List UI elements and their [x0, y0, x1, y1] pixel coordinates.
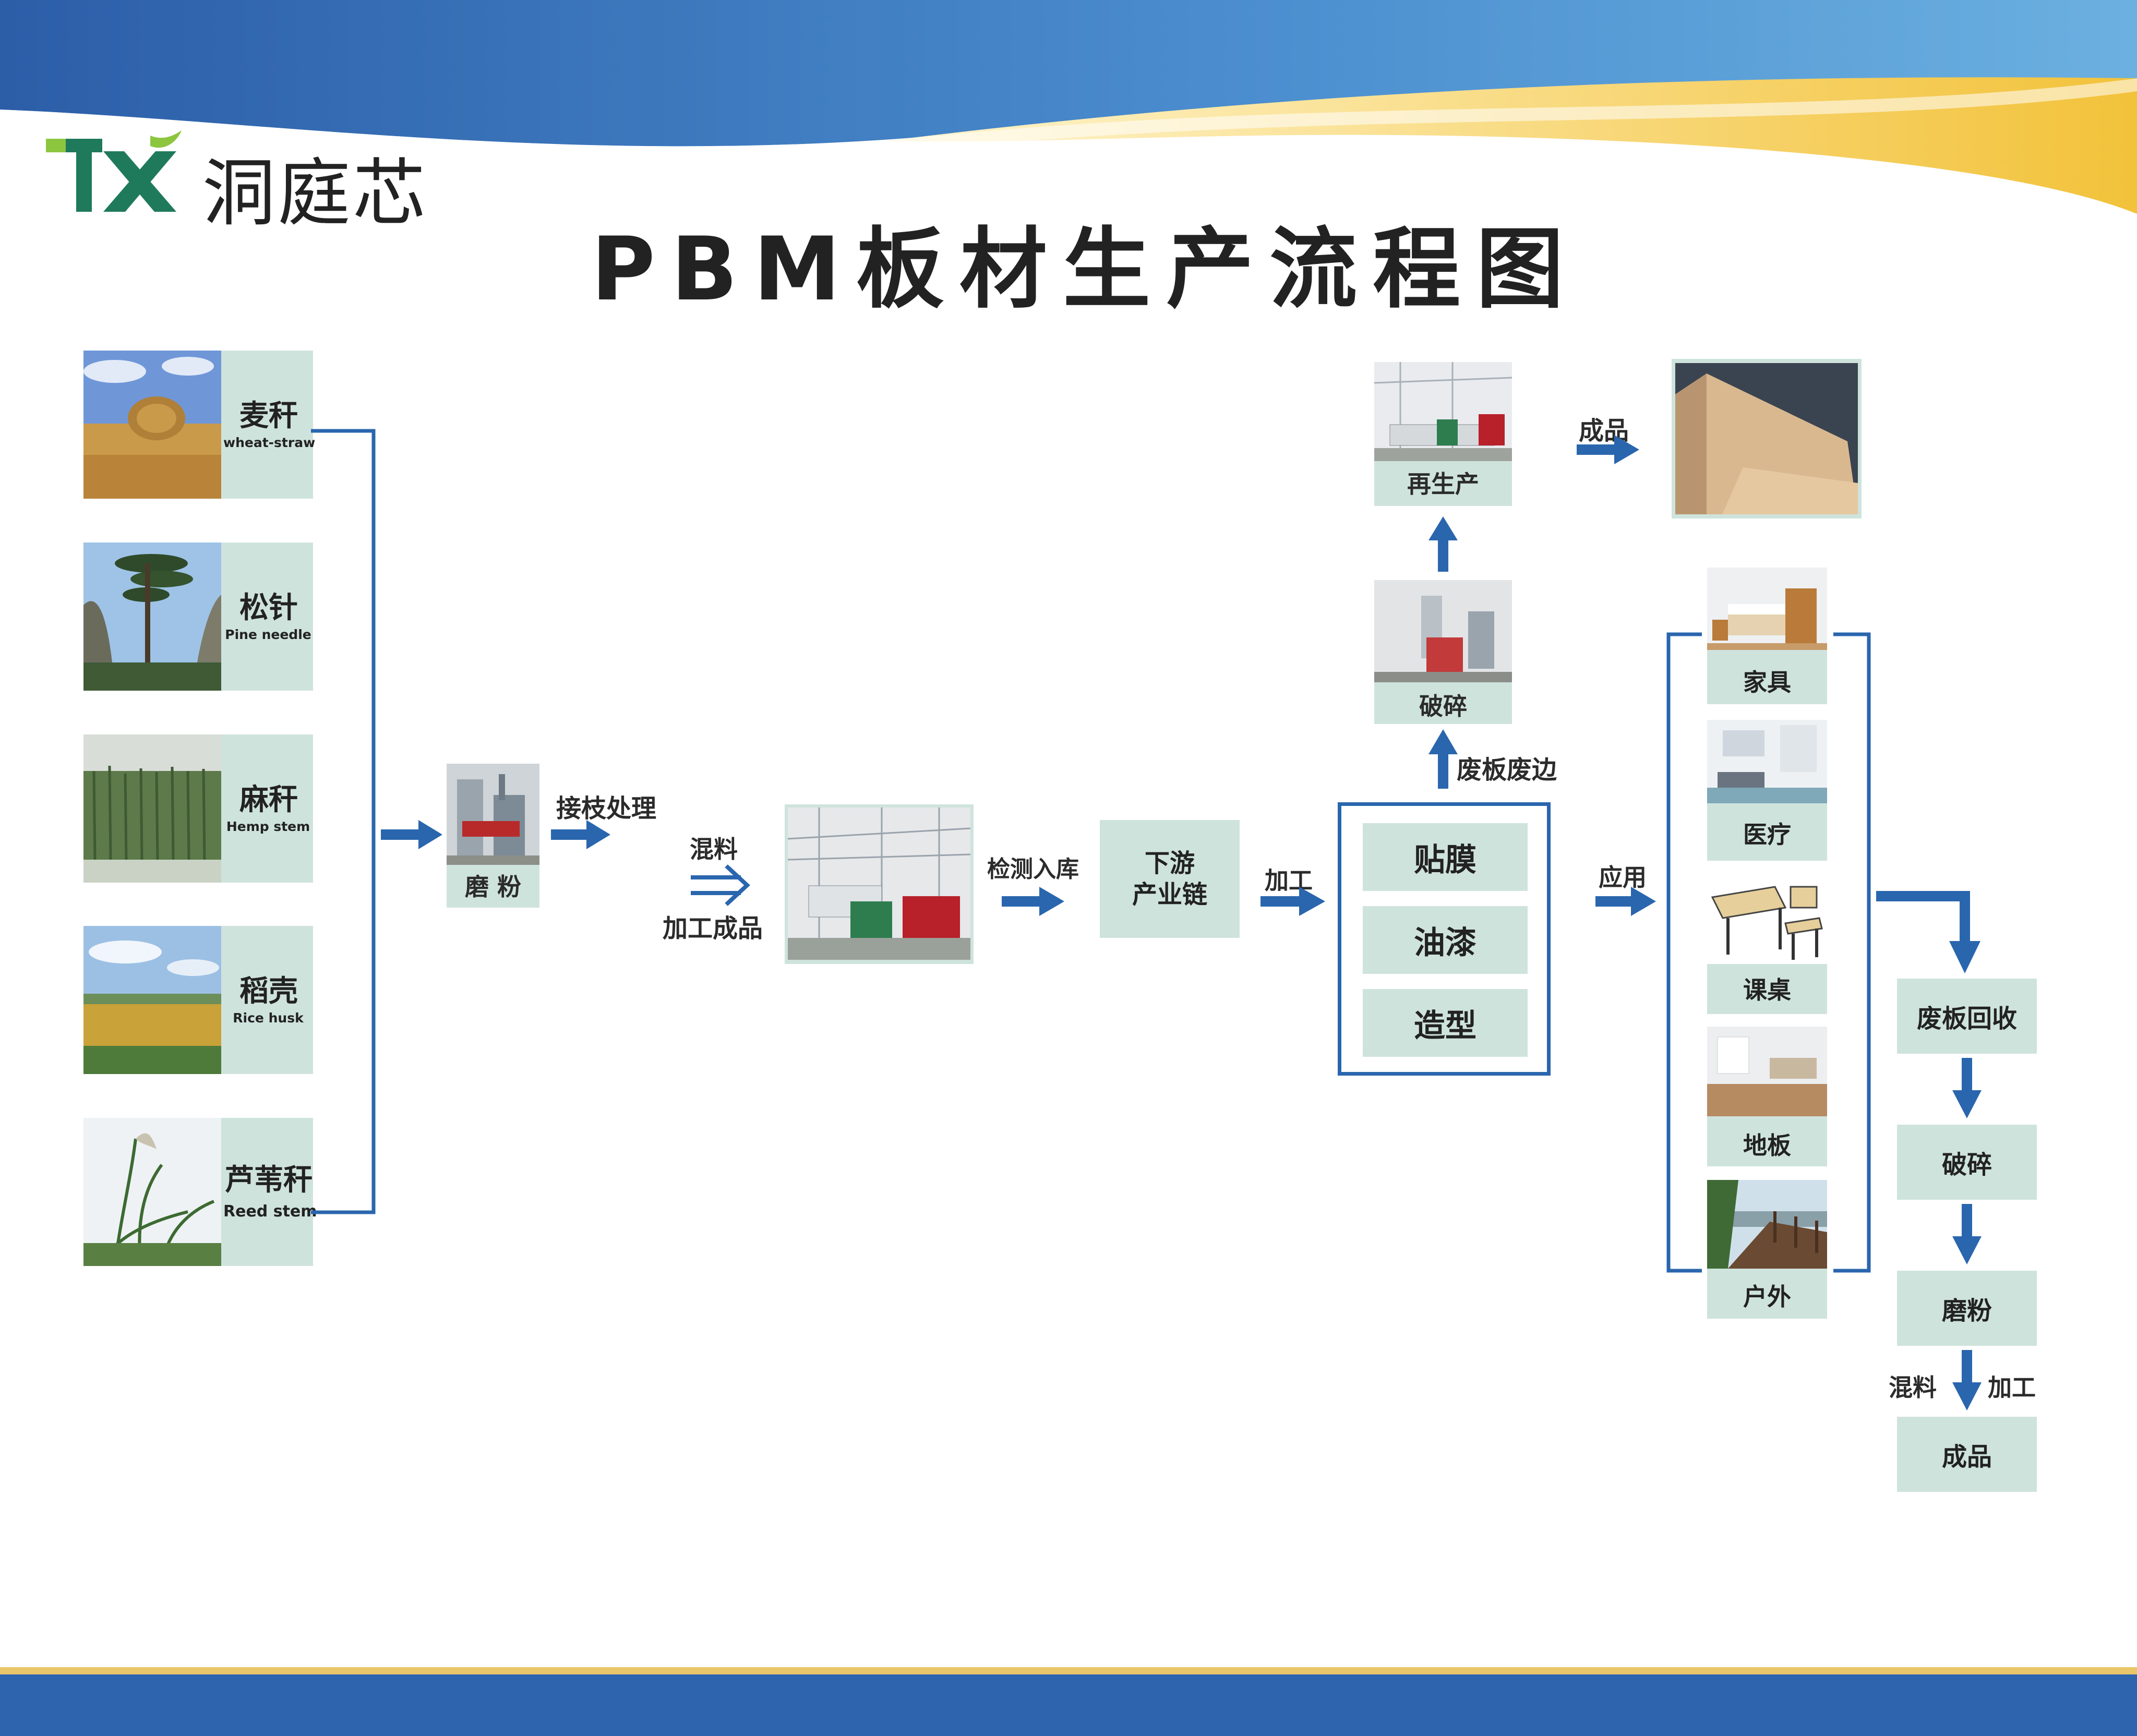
- material-name-en: Reed stem: [223, 1202, 317, 1221]
- application-floor: 地板: [1707, 1027, 1827, 1166]
- arrow-line-to-downstream: [1002, 887, 1064, 916]
- material-name: 松针: [239, 591, 298, 625]
- recycle-crush: 破碎: [1897, 1125, 2037, 1200]
- reproduce-photo: [1374, 362, 1512, 461]
- application-outdoor: 户外: [1707, 1180, 1827, 1319]
- recycle-collect: 废板回收: [1897, 979, 2037, 1054]
- arrow-recycle-1: [1952, 1058, 1982, 1118]
- wheat-straw-photo: [83, 351, 221, 499]
- material-card-hemp-stem: 麻秆 Hemp stem: [83, 734, 313, 883]
- application-label: 医疗: [1743, 821, 1791, 849]
- inspect-label: 检测入库: [987, 856, 1079, 883]
- arrow-finishing-to-crush: [1428, 729, 1458, 789]
- materials-bracket: [311, 429, 376, 1214]
- application-medical: 医疗: [1707, 720, 1827, 861]
- application-furniture: 家具: [1707, 568, 1827, 704]
- grinding-step: 磨 粉: [447, 764, 539, 908]
- graft-label: 接枝处理: [556, 794, 657, 823]
- material-name: 芦苇秆: [225, 1163, 313, 1197]
- production-line-step: [785, 804, 974, 964]
- material-name: 麻秆: [239, 783, 298, 817]
- grinding-label: 磨 粉: [464, 873, 521, 901]
- finishing-paint: 油漆: [1363, 906, 1528, 974]
- logo-mark-icon: [46, 130, 182, 212]
- arrow-materials-to-grinding: [381, 820, 442, 849]
- process-label: 加工: [1265, 866, 1313, 895]
- finishing-film: 贴膜: [1363, 823, 1528, 891]
- grinder-photo: [447, 764, 539, 865]
- medical-photo: [1707, 720, 1827, 803]
- material-name-en: Pine needle: [225, 627, 311, 642]
- crusher-photo: [1374, 580, 1512, 682]
- application-label: 户外: [1743, 1283, 1791, 1311]
- application-desk: 课桌: [1707, 876, 1827, 1014]
- pine-needle-photo: [83, 542, 221, 691]
- recycle-process-label: 加工: [1988, 1373, 2036, 1402]
- scrap-label: 废板废边: [1457, 755, 1557, 785]
- finished-boards: [1672, 359, 1862, 519]
- downstream-box: 下游 产业链: [1100, 820, 1240, 938]
- material-card-pine-needle: 松针 Pine needle: [83, 542, 313, 691]
- apply-label: 应用: [1599, 863, 1647, 891]
- arrow-crush-to-reproduce: [1428, 516, 1458, 572]
- application-label: 家具: [1743, 668, 1791, 696]
- finishing-shape: 造型: [1363, 989, 1528, 1057]
- furniture-photo: [1707, 568, 1827, 650]
- material-name: 稻壳: [239, 974, 298, 1008]
- material-name-en: Hemp stem: [226, 819, 310, 834]
- finished-top-label: 成品: [1579, 416, 1629, 445]
- finishing-frame: [1338, 802, 1551, 1076]
- desk-photo: [1707, 876, 1827, 964]
- recycle-finished: 成品: [1897, 1417, 2037, 1492]
- applications-bracket-left: [1666, 632, 1702, 1273]
- material-card-reed-stem: 芦苇秆 Reed stem: [83, 1118, 317, 1266]
- material-name-en: wheat-straw: [223, 435, 316, 450]
- reproduce-label: 再生产: [1407, 470, 1479, 498]
- applications-bracket-right: [1833, 632, 1871, 1273]
- downstream-line1: 下游: [1144, 849, 1195, 878]
- recycle-mix-label: 混料: [1889, 1373, 1937, 1402]
- floor-photo: [1707, 1027, 1827, 1116]
- top-banner: [0, 0, 2137, 214]
- brand-logo: 洞庭芯: [46, 130, 463, 236]
- crush-top-step: 破碎: [1374, 580, 1512, 724]
- rice-husk-photo: [83, 926, 221, 1074]
- application-label: 课桌: [1743, 976, 1791, 1004]
- material-name-en: Rice husk: [233, 1010, 304, 1026]
- brand-name: 洞庭芯: [202, 151, 428, 236]
- processed-label: 加工成品: [663, 914, 763, 943]
- material-name: 麦秆: [239, 399, 298, 433]
- production-line-photo: [788, 807, 970, 960]
- recycle-grind: 磨粉: [1897, 1271, 2037, 1346]
- arrow-applications-to-recycling: [1876, 891, 1980, 973]
- arrow-grinding-to-graft: [551, 820, 610, 849]
- crush-top-label: 破碎: [1419, 692, 1467, 720]
- material-card-wheat-straw: 麦秆 wheat-straw: [83, 351, 316, 499]
- application-label: 地板: [1743, 1131, 1791, 1160]
- reed-stem-photo: [83, 1118, 221, 1266]
- reproduce-step: 再生产: [1374, 362, 1512, 506]
- hemp-stem-photo: [83, 734, 221, 883]
- downstream-line2: 产业链: [1132, 880, 1207, 909]
- arrow-recycle-2: [1952, 1204, 1982, 1264]
- finished-boards-photo: [1675, 363, 1858, 514]
- material-card-rice-husk: 稻壳 Rice husk: [83, 926, 313, 1074]
- outdoor-photo: [1707, 1180, 1827, 1269]
- arrow-recycle-3: [1952, 1350, 1982, 1410]
- page-title: PBM板材生产流程图: [591, 218, 1580, 320]
- mix-label: 混料: [690, 835, 738, 863]
- mix-double-arrow: [691, 864, 750, 906]
